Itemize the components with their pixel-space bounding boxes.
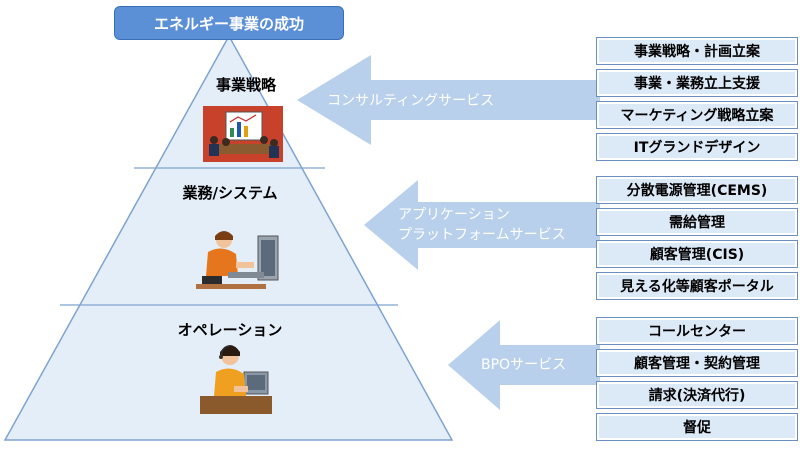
application-service-label-line2: プラットフォームサービス — [398, 227, 566, 243]
meeting-presentation-icon — [203, 106, 283, 162]
service-item: 需給管理 — [596, 208, 798, 236]
service-item: 督促 — [596, 413, 798, 441]
tier-label-strategy: 事業戦略 — [215, 76, 276, 94]
service-item: 事業戦略・計画立案 — [596, 37, 798, 65]
bpo-arrow — [448, 320, 600, 410]
service-item: 事業・業務立上支援 — [596, 69, 798, 97]
tier-label-systems: 業務/システム — [182, 184, 278, 202]
service-item: 分散電源管理(CEMS) — [596, 176, 798, 204]
service-item: ITグランドデザイン — [596, 133, 798, 161]
consulting-arrow — [297, 55, 600, 145]
application-arrow — [364, 180, 600, 270]
consulting-service-label: コンサルティングサービス — [327, 93, 495, 109]
service-item: マーケティング戦略立案 — [596, 101, 798, 129]
application-service-label-line1: アプリケーション — [398, 207, 510, 223]
call-center-operator-icon — [200, 345, 272, 414]
service-item: 見える化等顧客ポータル — [596, 272, 798, 300]
page-title: エネルギー事業の成功 — [114, 6, 344, 40]
service-item: 顧客管理・契約管理 — [596, 349, 798, 377]
computer-worker-icon — [196, 231, 279, 289]
tier-label-operations: オペレーション — [177, 321, 283, 339]
service-item: 顧客管理(CIS) — [596, 240, 798, 268]
service-item: コールセンター — [596, 317, 798, 345]
bpo-service-label: BPOサービス — [481, 357, 567, 373]
service-item: 請求(決済代行) — [596, 381, 798, 409]
